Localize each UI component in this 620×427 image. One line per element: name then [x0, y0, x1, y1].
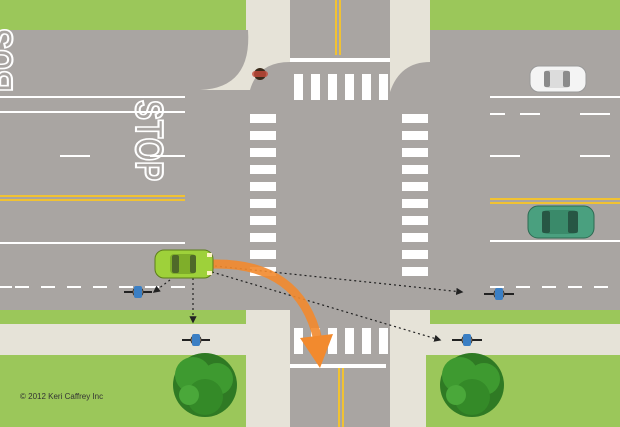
turn-arrow [211, 259, 333, 368]
ne-walk [390, 0, 430, 30]
crosswalk-north [290, 58, 390, 100]
white-car [529, 65, 587, 93]
bus-text: BUS [0, 29, 21, 92]
nw-walk [248, 0, 290, 30]
tree-east [440, 353, 504, 417]
turning-car [154, 249, 214, 279]
teal-car [527, 205, 595, 239]
cyclist-southeast [452, 334, 482, 346]
lane-lines [0, 96, 620, 288]
tree-west [173, 353, 237, 417]
stop-text: STOP [127, 100, 170, 181]
bus-stop-marking: BUS STOP [0, 28, 171, 182]
copyright-text: © 2012 Keri Caffrey Inc [20, 392, 104, 401]
cyclist-east [484, 288, 514, 300]
crosswalk-east [402, 114, 428, 276]
pedestrian [252, 68, 268, 80]
cyclist-sidewalk [182, 334, 210, 346]
cyclist-west [124, 286, 152, 298]
bus-bay [200, 30, 249, 90]
